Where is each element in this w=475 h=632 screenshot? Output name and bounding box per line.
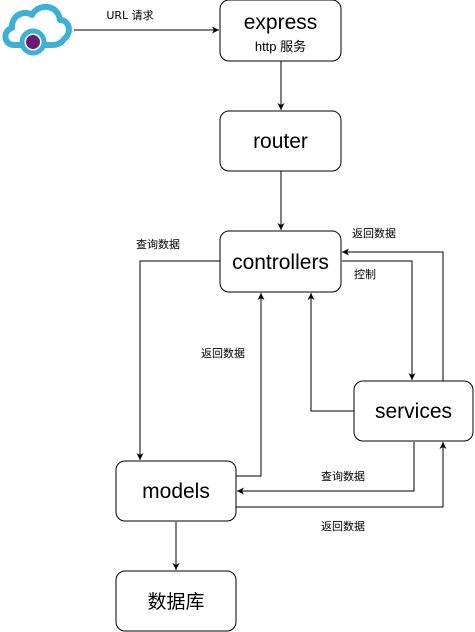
edge-controllers-to-services: 控制 (342, 260, 416, 380)
node-controllers: controllers (219, 230, 342, 293)
edge-label-return-data: 返回数据 (321, 519, 365, 533)
node-title: services (375, 400, 452, 423)
node-database: 数据库 (115, 570, 237, 632)
edge-label-control: 控制 (354, 267, 376, 281)
node-express: express http 服务 (219, 0, 342, 62)
edge-models-to-services: 返回数据 (236, 442, 447, 533)
status-dot-icon (26, 35, 40, 49)
node-models: models (115, 460, 237, 522)
cloud-client-icon (2, 4, 72, 56)
node-router: router (219, 110, 342, 172)
edge-models-to-controllers: 返回数据 (201, 293, 265, 477)
edge-services-to-controllers-return: 返回数据 (342, 226, 444, 381)
edge-services-to-controllers (307, 293, 354, 412)
edge-client-to-express: URL 请求 (74, 9, 219, 34)
node-services: services (353, 380, 474, 442)
node-title: controllers (232, 251, 329, 274)
node-subtitle: http 服务 (255, 39, 306, 54)
edge-services-to-models: 查询数据 (237, 442, 415, 495)
edge-label-url-request: URL 请求 (106, 9, 153, 22)
edge-label-query-data: 查询数据 (136, 237, 180, 251)
node-title: express (244, 11, 318, 34)
node-title: models (142, 480, 210, 503)
node-title: 数据库 (147, 591, 204, 613)
edge-label-return-data: 返回数据 (352, 226, 396, 240)
node-title: router (253, 130, 308, 153)
edge-controllers-to-models: 查询数据 (136, 237, 220, 460)
edge-label-query-data: 查询数据 (321, 469, 365, 483)
edge-label-return-data: 返回数据 (201, 346, 245, 360)
